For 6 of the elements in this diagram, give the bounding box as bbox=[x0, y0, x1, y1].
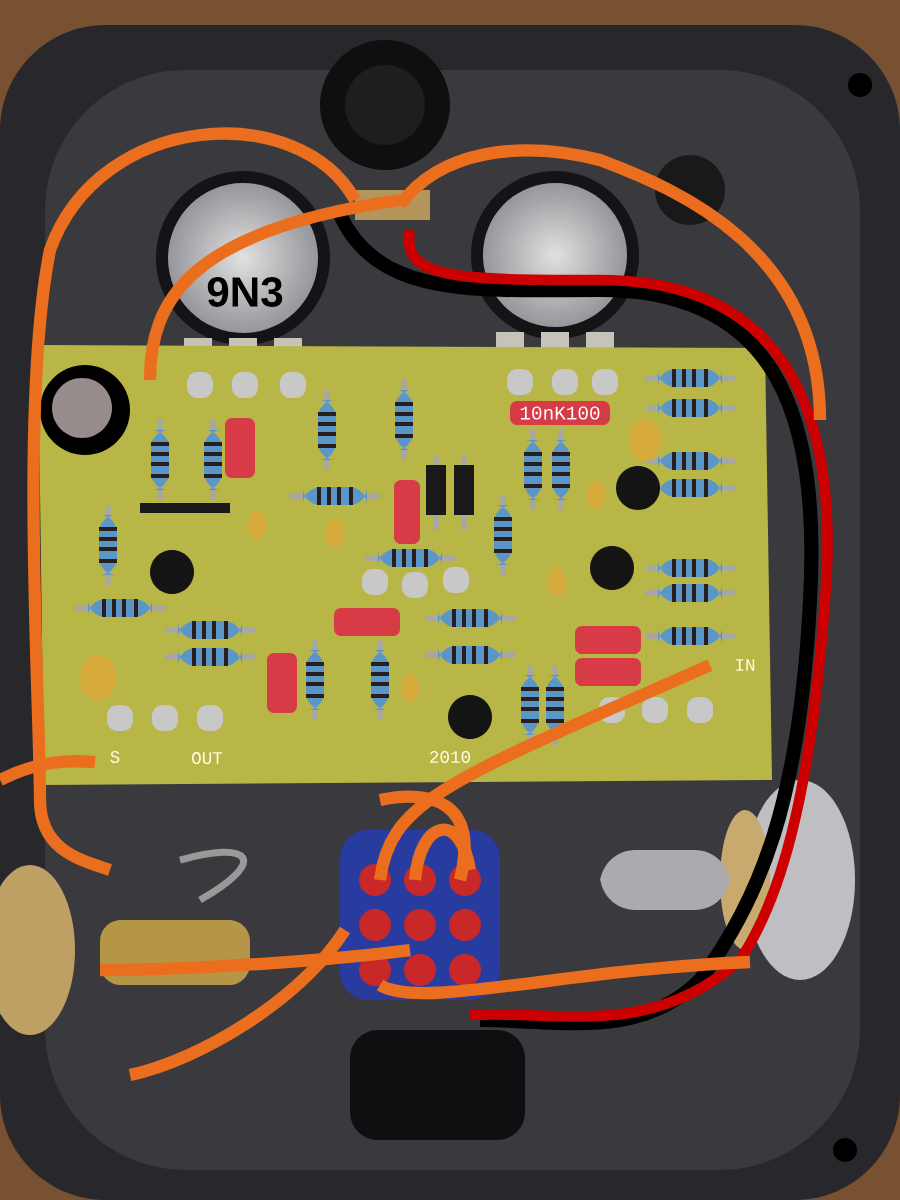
silkscreen-label: IN bbox=[736, 659, 755, 671]
capacitor-marking: 10nK100 bbox=[520, 406, 600, 420]
silkscreen-label: OUT bbox=[192, 752, 223, 764]
pot-marking: 9N3 bbox=[207, 277, 283, 307]
silkscreen-label: S bbox=[110, 751, 120, 763]
silkscreen-label: 2010 bbox=[430, 751, 471, 763]
